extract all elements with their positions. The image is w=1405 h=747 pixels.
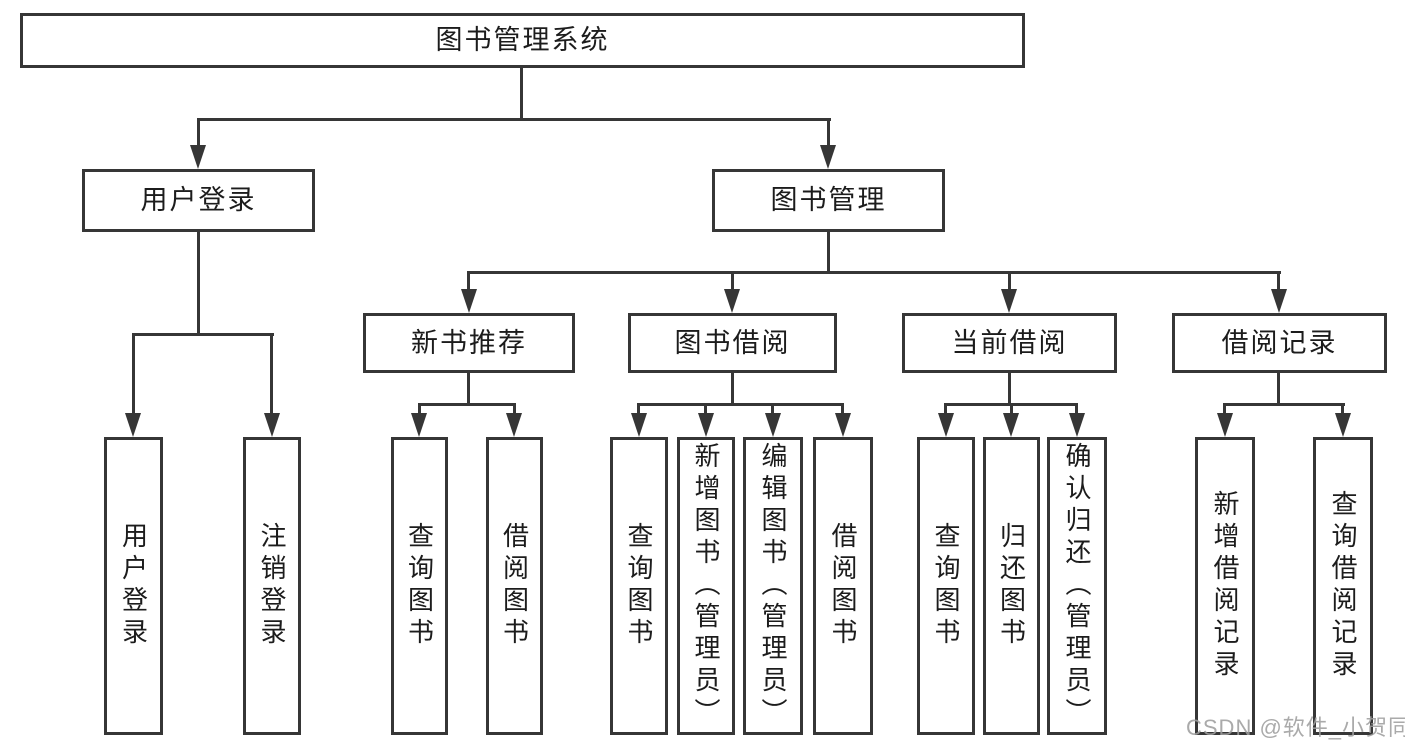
node-user-login: 用户登录	[82, 169, 315, 232]
connector-line	[197, 118, 200, 147]
arrowhead-down-icon	[190, 145, 206, 169]
arrowhead-down-icon	[506, 413, 522, 437]
connector-line	[1075, 403, 1078, 416]
connector-line	[418, 403, 516, 406]
node-current-borrowing: 当前借阅	[902, 313, 1117, 373]
arrowhead-down-icon	[1271, 289, 1287, 313]
leaf-add-book-admin: 新增图书（管理员）	[677, 437, 735, 735]
connector-line	[1223, 403, 1345, 406]
leaf-label: 新增图书（管理员）	[691, 442, 721, 730]
connector-line	[197, 118, 831, 121]
arrowhead-down-icon	[835, 413, 851, 437]
arrowhead-down-icon	[938, 413, 954, 437]
leaf-label: 注销登录	[257, 522, 287, 650]
arrowhead-down-icon	[264, 413, 280, 437]
arrowhead-down-icon	[1217, 413, 1233, 437]
arrowhead-down-icon	[1335, 413, 1351, 437]
leaf-query-books-3: 查询图书	[917, 437, 975, 735]
csdn-watermark: CSDN @软件_小贺同学	[1186, 715, 1405, 740]
connector-line	[467, 271, 470, 292]
connector-line	[520, 68, 523, 121]
connector-line	[197, 232, 200, 335]
leaf-edit-book-admin: 编辑图书（管理员）	[743, 437, 803, 735]
node-book-borrowing: 图书借阅	[628, 313, 837, 373]
arrowhead-down-icon	[1003, 413, 1019, 437]
leaf-label: 借阅图书	[499, 522, 530, 650]
arrowhead-down-icon	[125, 413, 141, 437]
connector-line	[513, 403, 516, 416]
connector-line	[1277, 373, 1280, 406]
leaf-add-borrow-record: 新增借阅记录	[1195, 437, 1255, 735]
connector-line	[637, 403, 640, 416]
leaf-confirm-return-admin: 确认归还（管理员）	[1047, 437, 1107, 735]
arrowhead-down-icon	[461, 289, 477, 313]
node-borrowing-records: 借阅记录	[1172, 313, 1387, 373]
node-new-book-recommend: 新书推荐	[363, 313, 575, 373]
leaf-label: 用户登录	[118, 522, 149, 650]
leaf-borrow-books-1: 借阅图书	[486, 437, 543, 735]
connector-line	[771, 403, 774, 416]
connector-line	[1223, 403, 1226, 416]
leaf-label: 借阅图书	[828, 522, 858, 650]
leaf-user-login: 用户登录	[104, 437, 163, 735]
connector-line	[827, 118, 830, 147]
leaf-label: 归还图书	[996, 522, 1027, 650]
arrowhead-down-icon	[820, 145, 836, 169]
arrowhead-down-icon	[411, 413, 427, 437]
connector-line	[1277, 271, 1280, 292]
connector-line	[1008, 271, 1011, 292]
connector-line	[1010, 403, 1013, 416]
connector-line	[1008, 373, 1011, 406]
leaf-label: 查询图书	[931, 522, 961, 650]
connector-line	[132, 333, 274, 336]
connector-line	[467, 271, 1281, 274]
connector-line	[467, 373, 470, 406]
connector-line	[637, 403, 844, 406]
connector-line	[827, 232, 830, 274]
connector-line	[418, 403, 421, 416]
connector-line	[944, 403, 947, 416]
node-book-management: 图书管理	[712, 169, 945, 232]
leaf-label: 确认归还（管理员）	[1062, 442, 1092, 730]
leaf-query-books-1: 查询图书	[391, 437, 448, 735]
arrowhead-down-icon	[1069, 413, 1085, 437]
connector-line	[704, 403, 707, 416]
connector-line	[731, 271, 734, 292]
leaf-query-borrow-record: 查询借阅记录	[1313, 437, 1373, 735]
leaf-query-books-2: 查询图书	[610, 437, 668, 735]
leaf-borrow-books-2: 借阅图书	[813, 437, 873, 735]
leaf-return-book: 归还图书	[983, 437, 1040, 735]
arrowhead-down-icon	[724, 289, 740, 313]
node-library-system: 图书管理系统	[20, 13, 1025, 68]
arrowhead-down-icon	[765, 413, 781, 437]
connector-line	[1341, 403, 1344, 416]
leaf-label: 查询图书	[404, 522, 435, 650]
arrowhead-down-icon	[631, 413, 647, 437]
connector-line	[841, 403, 844, 416]
leaf-label: 查询借阅记录	[1328, 490, 1358, 682]
leaf-label: 查询图书	[624, 522, 654, 650]
arrowhead-down-icon	[698, 413, 714, 437]
connector-line	[731, 373, 734, 406]
arrowhead-down-icon	[1001, 289, 1017, 313]
connector-line	[270, 333, 273, 415]
leaf-logout: 注销登录	[243, 437, 301, 735]
leaf-label: 新增借阅记录	[1210, 490, 1240, 682]
leaf-label: 编辑图书（管理员）	[758, 442, 788, 730]
connector-line	[132, 333, 135, 415]
